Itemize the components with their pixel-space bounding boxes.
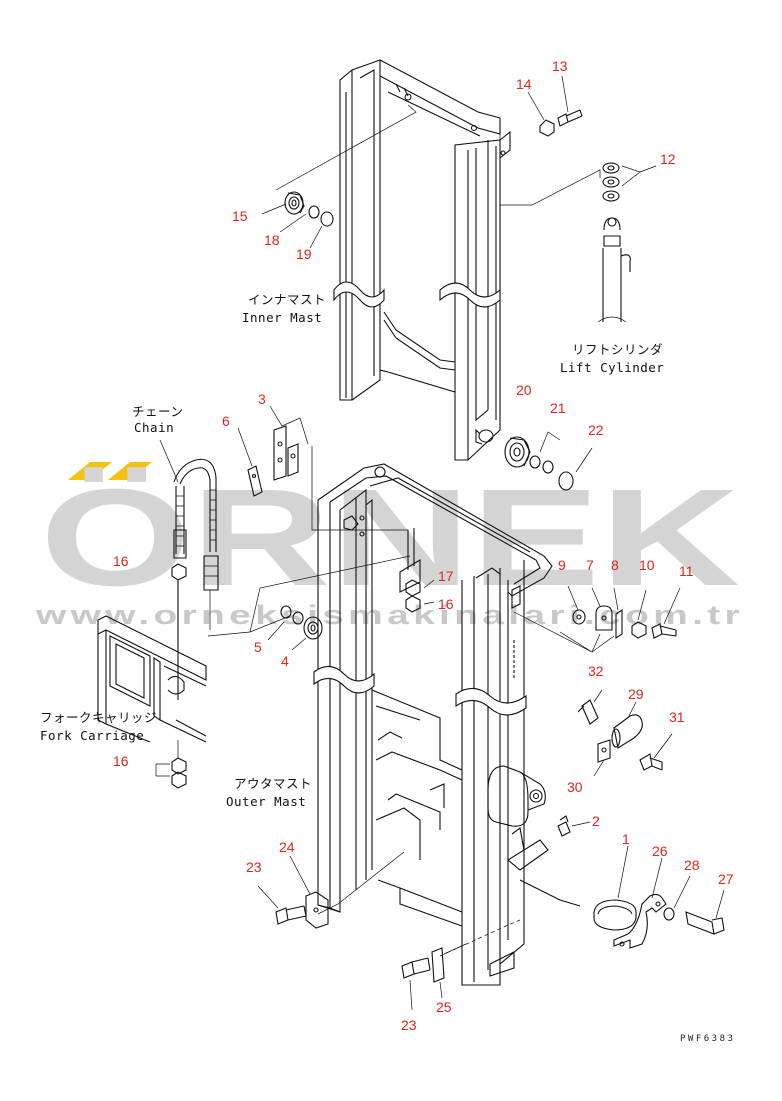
label-inner-mast-en: Inner Mast (242, 310, 322, 325)
nut-17 (405, 579, 421, 597)
callout-30: 30 (567, 779, 583, 795)
callout-23-lower: 23 (401, 1017, 417, 1033)
label-lift-cylinder-en: Lift Cylinder (560, 360, 664, 375)
callout-1: 1 (622, 831, 630, 847)
callout-31: 31 (669, 709, 685, 725)
label-lift-cylinder-jp: リフトシリンダ (572, 342, 663, 357)
grease-nipple-2 (557, 815, 591, 837)
bolt-23-lower (401, 957, 431, 979)
pin-29 (611, 714, 643, 749)
callout-8: 8 (611, 557, 619, 573)
outer-mast (207, 446, 581, 986)
roller-20 (504, 436, 531, 468)
callout-6: 6 (222, 413, 230, 429)
shims-5 (280, 605, 304, 625)
callout-32: 32 (588, 663, 604, 679)
callout-25: 25 (436, 999, 452, 1015)
roller-4 (303, 616, 323, 640)
bolt-13 (557, 109, 583, 127)
nut-14 (539, 119, 555, 137)
shim-28 (663, 907, 675, 921)
snap-ring-22 (558, 471, 574, 491)
pin-6 (247, 465, 263, 497)
callout-23-left: 23 (246, 859, 262, 875)
label-outer-mast-jp: アウタマスト (234, 776, 312, 791)
callout-10: 10 (639, 557, 655, 573)
callout-19: 19 (296, 246, 312, 262)
shim-9 (572, 609, 586, 625)
callout-26: 26 (652, 843, 668, 859)
callout-16-chain-top: 16 (113, 553, 129, 569)
label-inner-mast-jp: インナマスト (248, 292, 326, 307)
callout-13: 13 (552, 58, 568, 74)
snap-ring-19 (320, 211, 334, 227)
callout-16-mast: 16 (438, 596, 454, 612)
nut-16-chain-top (171, 563, 187, 700)
callout-11: 11 (679, 563, 694, 579)
shim-18 (308, 205, 320, 219)
label-chain-jp: チェーン (132, 404, 183, 419)
chain (159, 439, 219, 630)
callout-5: 5 (254, 639, 262, 655)
bolt-27 (685, 911, 725, 935)
lift-cylinder (597, 217, 631, 323)
fork-carriage (97, 615, 207, 743)
bolt-11 (651, 623, 677, 639)
nuts-16-chain-bottom (155, 740, 187, 789)
watermark-umlaut-left-icon (68, 462, 112, 480)
callout-22: 22 (588, 422, 604, 438)
watermark-brand: ÖRNEK (40, 461, 740, 615)
plates-3 (273, 425, 299, 481)
nut-16-mast (405, 595, 421, 613)
component-labels: インナマスト Inner Mast リフトシリンダ Lift Cylinder … (40, 292, 735, 1044)
watermark: ÖRNEK www.orneksismakinalari.com.tr (35, 461, 744, 630)
roller-15 (284, 191, 305, 215)
callout-27: 27 (718, 871, 734, 887)
label-outer-mast-en: Outer Mast (226, 794, 306, 809)
plate-25 (431, 947, 445, 983)
shims-12 (602, 162, 620, 202)
callout-12: 12 (660, 151, 676, 167)
callout-24: 24 (279, 839, 295, 855)
callout-16-chain-bottom: 16 (113, 753, 129, 769)
bolt-31 (639, 753, 663, 771)
callout-15: 15 (232, 208, 248, 224)
clamp-26 (613, 893, 667, 949)
plate-24 (305, 891, 329, 929)
label-chain-en: Chain (134, 420, 174, 435)
plate-8 (615, 608, 623, 640)
callout-3: 3 (258, 391, 266, 407)
inner-mast (275, 59, 601, 461)
grease-nipple-upper (577, 689, 603, 725)
bolt-23-left (275, 905, 307, 925)
nut-10 (631, 621, 647, 639)
callout-18: 18 (264, 232, 280, 248)
plate-30 (597, 739, 611, 763)
callout-7: 7 (586, 557, 594, 573)
callout-14: 14 (516, 76, 532, 92)
clamp-7 (595, 605, 613, 631)
watermark-umlaut-right-icon (108, 462, 152, 480)
callout-28: 28 (684, 857, 700, 873)
callout-17: 17 (438, 568, 454, 584)
callout-29: 29 (628, 686, 644, 702)
shims-21 (529, 455, 554, 474)
callout-21: 21 (550, 400, 566, 416)
drawing-code: PWF6383 (680, 1034, 735, 1044)
band-1 (593, 899, 637, 931)
callout-numbers: 1 2 3 4 5 6 7 8 9 10 11 12 13 14 15 16 1… (113, 58, 734, 1033)
callout-2: 2 (592, 813, 600, 829)
callout-4: 4 (281, 653, 289, 669)
callout-20: 20 (516, 382, 532, 398)
watermark-url: www.orneksismakinalari.com.tr (35, 600, 744, 630)
callout-9: 9 (558, 557, 566, 573)
label-fork-carriage-en: Fork Carriage (40, 728, 144, 743)
label-fork-carriage-jp: フォークキャリッジ (40, 710, 157, 725)
